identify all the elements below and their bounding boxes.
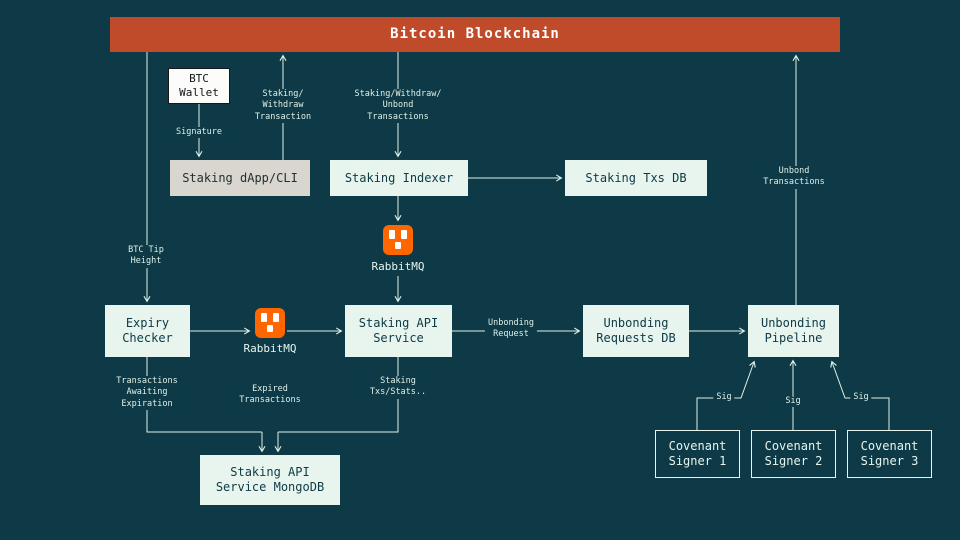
edge-label-expired-transactions: Expired Transactions [236, 384, 304, 407]
node-staking-indexer: Staking Indexer [330, 160, 468, 196]
node-unbonding-requests-db: Unbonding Requests DB [583, 305, 689, 357]
node-covenant-signer-1: Covenant Signer 1 [655, 430, 740, 478]
edge-label-sig-1: Sig [713, 392, 735, 404]
edge-label-staking-withdraw-unbond-transactions: Staking/Withdraw/ Unbond Transactions [351, 89, 445, 124]
node-staking-api-service-mongodb: Staking API Service MongoDB [200, 455, 340, 505]
edge-label-sig-3: Sig [850, 392, 872, 404]
node-unbonding-pipeline: Unbonding Pipeline [748, 305, 839, 357]
edge-label-staking-txs-stats: Staking Txs/Stats.. [366, 376, 430, 399]
edge-label-unbond-transactions: Unbond Transactions [760, 166, 828, 189]
node-staking-txs-db: Staking Txs DB [565, 160, 707, 196]
rabbitmq-mid-label: RabbitMQ [243, 342, 297, 355]
node-staking-api-service: Staking API Service [345, 305, 452, 357]
node-staking-dapp-cli: Staking dApp/CLI [170, 160, 310, 196]
edge-label-btc-tip-height: BTC Tip Height [125, 245, 167, 268]
rabbitmq-top-label: RabbitMQ [371, 260, 425, 273]
rabbitmq-icon [255, 308, 285, 338]
node-btc-wallet: BTC Wallet [168, 68, 230, 104]
node-covenant-signer-2: Covenant Signer 2 [751, 430, 836, 478]
edge-label-signature: Signature [172, 127, 226, 139]
edge-label-transactions-awaiting-expiration: Transactions Awaiting Expiration [113, 376, 181, 411]
node-covenant-signer-3: Covenant Signer 3 [847, 430, 932, 478]
bitcoin-blockchain-banner: Bitcoin Blockchain [110, 17, 840, 52]
rabbitmq-icon [383, 225, 413, 255]
edge-label-sig-2: Sig [782, 396, 804, 408]
node-expiry-checker: Expiry Checker [105, 305, 190, 357]
edge-label-staking-withdraw-transaction: Staking/ Withdraw Transaction [251, 89, 315, 124]
edge-label-unbonding-request: Unbonding Request [484, 318, 538, 341]
